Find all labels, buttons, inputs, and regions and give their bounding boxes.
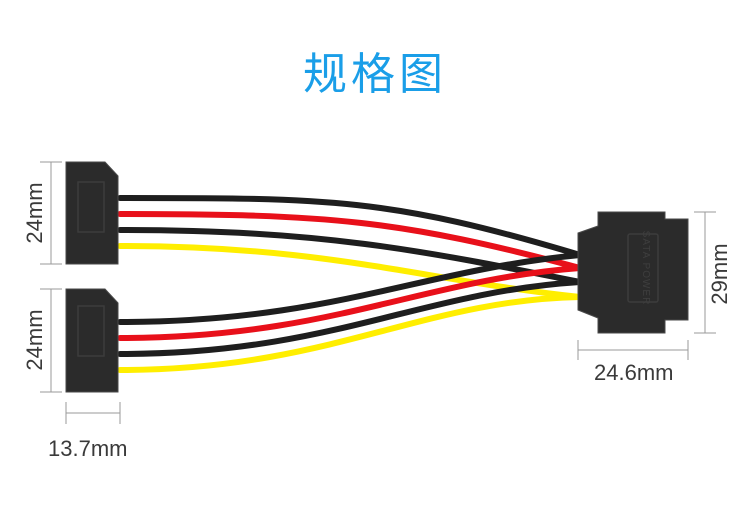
wire-black-top-2 xyxy=(117,227,583,285)
wire-red-bottom xyxy=(117,265,583,341)
right-connector-label: SATA POWER xyxy=(640,231,651,306)
wire-yellow-bottom xyxy=(117,294,583,373)
wires xyxy=(117,195,583,373)
left-top-connector xyxy=(65,161,119,265)
left-bottom-height-label: 24mm xyxy=(22,309,47,371)
dimension-lines xyxy=(40,161,716,424)
right-connector: SATA POWER xyxy=(577,211,689,334)
left-width-label: 13.7mm xyxy=(48,436,128,461)
page-title: 规格图 xyxy=(303,49,447,100)
left-bottom-connector xyxy=(65,288,119,393)
right-height-label: 29mm xyxy=(707,243,732,305)
wire-red-top xyxy=(117,211,583,271)
right-width-label: 24.6mm xyxy=(594,360,674,385)
wire-black-bottom-2 xyxy=(117,279,583,357)
left-top-height-label: 24mm xyxy=(22,182,47,244)
wire-black-top xyxy=(117,195,583,258)
wire-black-bottom xyxy=(117,252,583,325)
